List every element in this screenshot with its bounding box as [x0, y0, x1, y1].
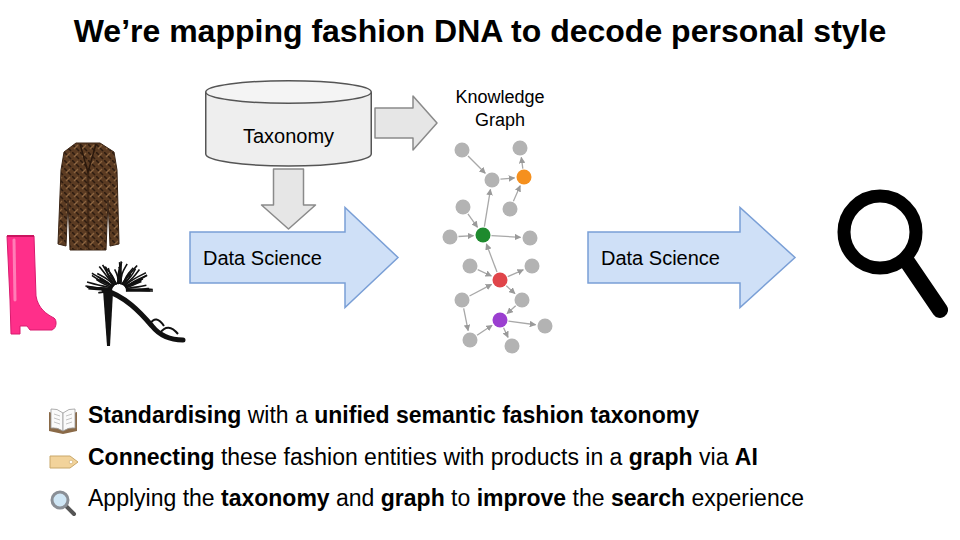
- graph-edge: [504, 328, 508, 338]
- sandal-picture: [85, 261, 183, 346]
- graph-vertex: [538, 319, 553, 334]
- feather: [98, 291, 112, 293]
- graph-vertex: [515, 293, 530, 308]
- knowledge-graph: Knowledge Graph: [440, 82, 560, 350]
- graph-vertex: [455, 143, 470, 158]
- block-arrow: [262, 169, 316, 229]
- graph-edge: [491, 236, 520, 238]
- graph-edge: [458, 235, 473, 237]
- feather: [126, 290, 153, 292]
- block-arrow: [375, 96, 437, 150]
- node-text: Taxonomy: [243, 124, 334, 148]
- feather: [125, 275, 146, 287]
- graph-edge: [500, 178, 514, 179]
- graph-edge: [464, 308, 468, 330]
- graph-edge: [484, 189, 490, 226]
- graph-vertex: [463, 333, 478, 348]
- graph-edge: [508, 321, 535, 325]
- graph-vertex: [485, 173, 500, 188]
- graph-edge: [470, 284, 492, 296]
- process-arrow: Data Science: [588, 232, 740, 283]
- process-arrow: Data Science: [190, 232, 345, 283]
- graph-vertex: [493, 273, 508, 288]
- graph-edge: [507, 306, 516, 314]
- graph-edge: [468, 214, 478, 227]
- feather: [126, 285, 147, 288]
- coat-picture: [58, 143, 119, 250]
- graph-edge: [486, 244, 497, 272]
- search-icon: [844, 196, 940, 310]
- bullet-text: Standardising with a unified semantic fa…: [88, 402, 699, 430]
- tag-icon: [50, 456, 78, 468]
- graph-vertex: [503, 202, 518, 217]
- graph-edge: [468, 156, 485, 173]
- node-text: Data Science: [601, 246, 720, 270]
- title: We’re mapping fashion DNA to decode pers…: [74, 12, 887, 50]
- feather: [108, 268, 117, 284]
- graph-vertex: [505, 339, 520, 354]
- graph-edge: [508, 270, 524, 277]
- graph-edge: [506, 286, 515, 294]
- taxonomy-cylinder-outline: [205, 80, 372, 166]
- boot-picture: [7, 236, 56, 334]
- taxonomy-cylinder: Taxonomy: [205, 80, 372, 166]
- graph-vertex: [517, 170, 532, 185]
- graph-edge: [477, 325, 492, 335]
- node-text: Data Science: [203, 246, 322, 270]
- graph-edge: [478, 270, 492, 276]
- graph-vertex: [523, 231, 538, 246]
- graph-vertex: [493, 313, 508, 328]
- graph-vertex: [476, 228, 491, 243]
- graph-vertex: [443, 230, 458, 245]
- graph-vertex: [513, 141, 528, 156]
- feather: [103, 265, 117, 285]
- book-icon: [49, 409, 77, 434]
- magnifier-icon: [52, 492, 74, 514]
- graph-edge: [513, 186, 520, 202]
- graph-vertex: [455, 293, 470, 308]
- bullet-text: Applying the taxonomy and graph to impro…: [88, 485, 804, 513]
- graph-vertex: [456, 200, 471, 215]
- node-text: Knowledge Graph: [446, 86, 554, 133]
- graph-edge: [521, 157, 523, 168]
- graph-vertex: [525, 259, 540, 274]
- bullet-text: Connecting these fashion entities with p…: [88, 444, 758, 472]
- graph-vertex: [463, 259, 478, 274]
- feather: [126, 288, 153, 290]
- knowledge-graph-picture: [443, 141, 553, 354]
